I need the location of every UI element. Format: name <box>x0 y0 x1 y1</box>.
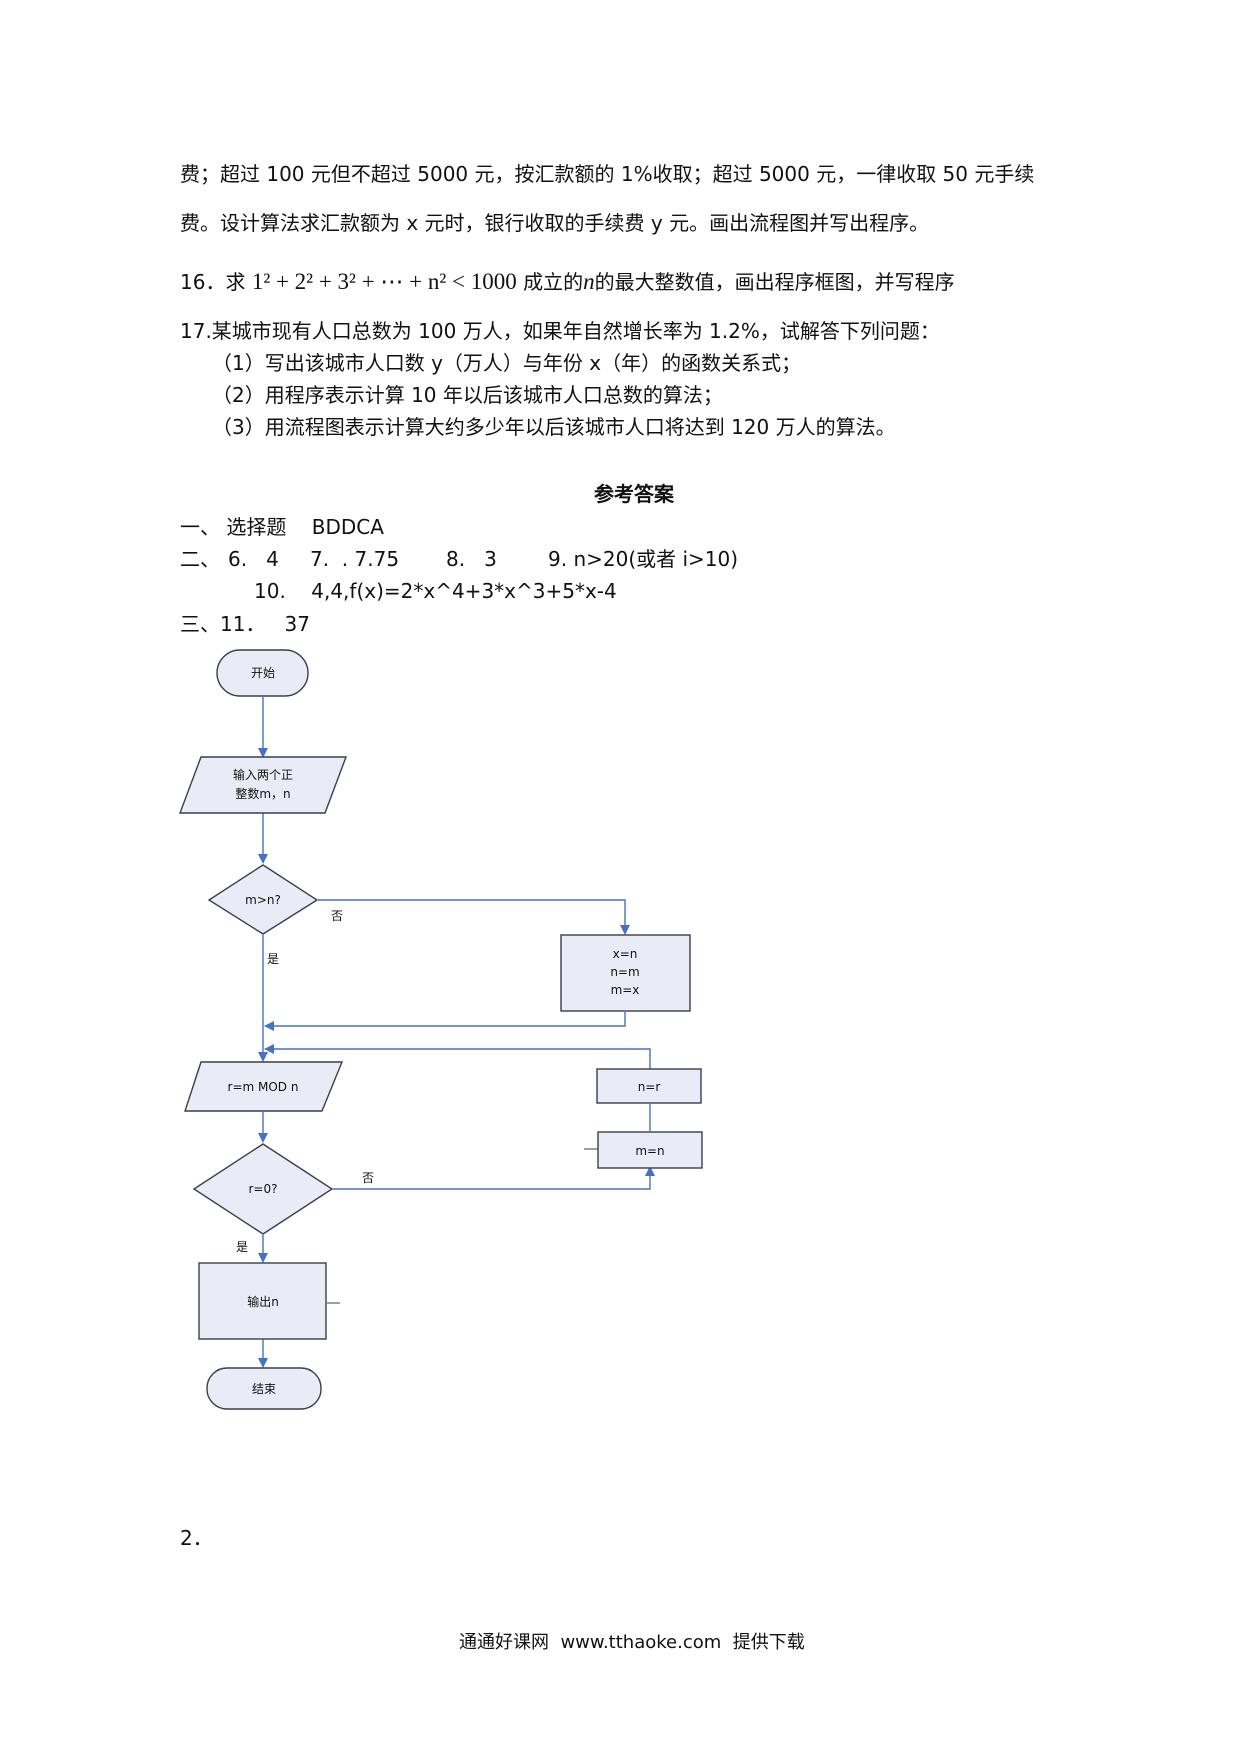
answers-sec2-a9: 9. n>20(或者 i>10) <box>548 547 739 571</box>
answers-sec2-a7: 7. . 7.75 <box>310 547 400 571</box>
problem15-line1: 费；超过 100 元但不超过 5000 元，按汇款额的 1%收取；超过 5000… <box>180 162 1035 186</box>
assign-n-label: n=r <box>638 1080 661 1094</box>
answers-title: 参考答案 <box>594 482 674 506</box>
mod-label: r=m MOD n <box>228 1080 299 1094</box>
answers-item2: 2． <box>180 1526 213 1550</box>
end-label: 结束 <box>252 1382 276 1396</box>
problem15-line2: 费。设计算法求汇款额为 x 元时，银行收取的手续费 y 元。画出流程图并写出程序… <box>180 211 930 235</box>
answers-sec2-a8: 8. 3 <box>446 547 497 571</box>
cond1-diamond <box>207 864 319 935</box>
cond2-label: r=0? <box>249 1182 278 1196</box>
answers-sec2-a6: 6. 4 <box>228 547 279 571</box>
arrow-loop-return <box>264 1044 651 1070</box>
problem17-sub2: （2）用程序表示计算 10 年以后该城市人口总数的算法； <box>212 383 723 407</box>
swap-process-box <box>560 934 691 1012</box>
arrow-swap-return <box>264 1012 626 1031</box>
cond1-label: m>n? <box>245 893 281 907</box>
start-label: 开始 <box>251 666 275 680</box>
mod-parallelogram <box>184 1061 344 1112</box>
page-footer: 通通好课网 www.tthaoke.com 提供下载 <box>459 1632 805 1653</box>
cond2-yes-label: 是 <box>236 1240 248 1254</box>
arrow-cond2-no <box>333 1166 655 1190</box>
input-parallelogram <box>178 756 348 814</box>
problem16-tail-pre: 成立的 <box>523 270 584 294</box>
problem17-sub1: （1）写出该城市人口数 y（万人）与年份 x（年）的函数关系式； <box>212 351 802 375</box>
cond2-no-label: 否 <box>362 1171 374 1185</box>
assign-m-label: m=n <box>635 1144 664 1158</box>
problem16-var: n <box>583 269 595 294</box>
answers-sec1: 一、 选择题 BDDCA <box>180 515 384 539</box>
problem16-formula: 1² + 2² + 3² + ⋯ + n² < 1000 <box>251 269 517 294</box>
swap-line3: m=x <box>611 983 640 997</box>
start-terminator <box>216 649 309 697</box>
output-process-box <box>198 1262 327 1340</box>
problem16-number: 16．求 <box>180 270 246 294</box>
problem16-tail-post: 的最大整数值，画出程序框图，并写程序 <box>594 270 955 294</box>
output-label: 输出n <box>247 1294 279 1309</box>
swap-line1: x=n <box>613 947 638 961</box>
input-label-line1: 输入两个正 <box>233 767 293 782</box>
answers-sec2-label: 二、 <box>180 547 220 571</box>
cond2-diamond <box>192 1143 334 1235</box>
problem17-stem: 17.某城市现有人口总数为 100 万人，如果年自然增长率为 1.2%，试解答下… <box>180 319 940 343</box>
input-label-line2: 整数m，n <box>235 786 290 801</box>
answers-sec2-a10: 10. 4,4,f(x)=2*x^4+3*x^3+5*x-4 <box>254 579 617 603</box>
problem17-sub3: （3）用流程图表示计算大约多少年以后该城市人口将达到 120 万人的算法。 <box>212 415 896 439</box>
assign-n-box <box>596 1068 702 1104</box>
assign-m-box <box>597 1131 703 1169</box>
end-terminator <box>206 1367 322 1410</box>
flowchart-connectors <box>258 697 655 1368</box>
swap-line2: n=m <box>610 965 639 979</box>
arrow-cond1-no <box>318 899 630 935</box>
answers-sec3: 三、11． 37 <box>180 612 310 636</box>
cond1-yes-label: 是 <box>267 952 279 966</box>
cond1-no-label: 否 <box>331 909 343 923</box>
problem16: 16．求 1² + 2² + 3² + ⋯ + n² < 1000 成立的n的最… <box>180 270 955 293</box>
